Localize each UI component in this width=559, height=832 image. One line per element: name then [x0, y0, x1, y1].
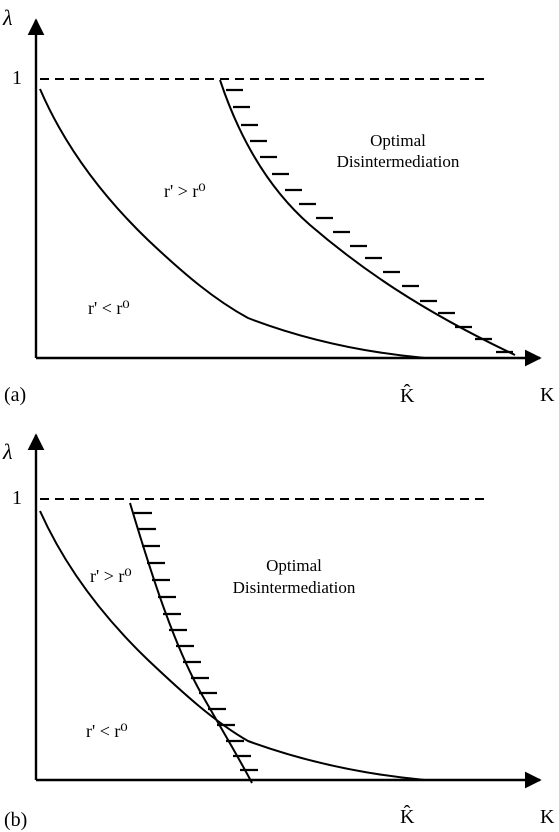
khat-label-b: K̂ — [400, 804, 415, 828]
threshold-curve-a — [39, 88, 426, 359]
disintermediation-label-b: Disintermediation — [233, 578, 356, 597]
optimal-label-b: Optimal — [266, 556, 322, 575]
region-upper-label-b: r' > r⁰ — [90, 566, 132, 586]
threshold-curve-b — [39, 510, 426, 781]
panel-a: λ 1 (a) K K̂ r' > r⁰ r' < r⁰ Optimal Dis… — [2, 5, 555, 407]
panel-tag-b: (b) — [4, 809, 27, 831]
optimal-label-a: Optimal — [370, 131, 426, 150]
disintermediation-boundary-a — [219, 79, 516, 356]
region-lower-label-b: r' < r⁰ — [86, 721, 128, 741]
y-axis-label-b: λ — [2, 439, 13, 464]
hatching-a — [226, 88, 513, 354]
panel-tag-a: (a) — [4, 384, 26, 406]
disintermediation-label-a: Disintermediation — [337, 152, 460, 171]
x-axis-label-a: K — [540, 384, 555, 406]
region-upper-label-a: r' > r⁰ — [164, 181, 206, 201]
y-tick-one-a: 1 — [12, 67, 22, 89]
khat-label-a: K̂ — [400, 383, 415, 407]
region-lower-label-a: r' < r⁰ — [88, 298, 130, 318]
x-axis-label-b: K — [540, 806, 555, 828]
y-axis-label-a: λ — [2, 5, 13, 30]
y-tick-one-b: 1 — [12, 487, 22, 509]
hatching-b — [134, 511, 258, 772]
panel-b: λ 1 (b) K K̂ r' > r⁰ r' < r⁰ Optimal Dis… — [2, 433, 555, 831]
